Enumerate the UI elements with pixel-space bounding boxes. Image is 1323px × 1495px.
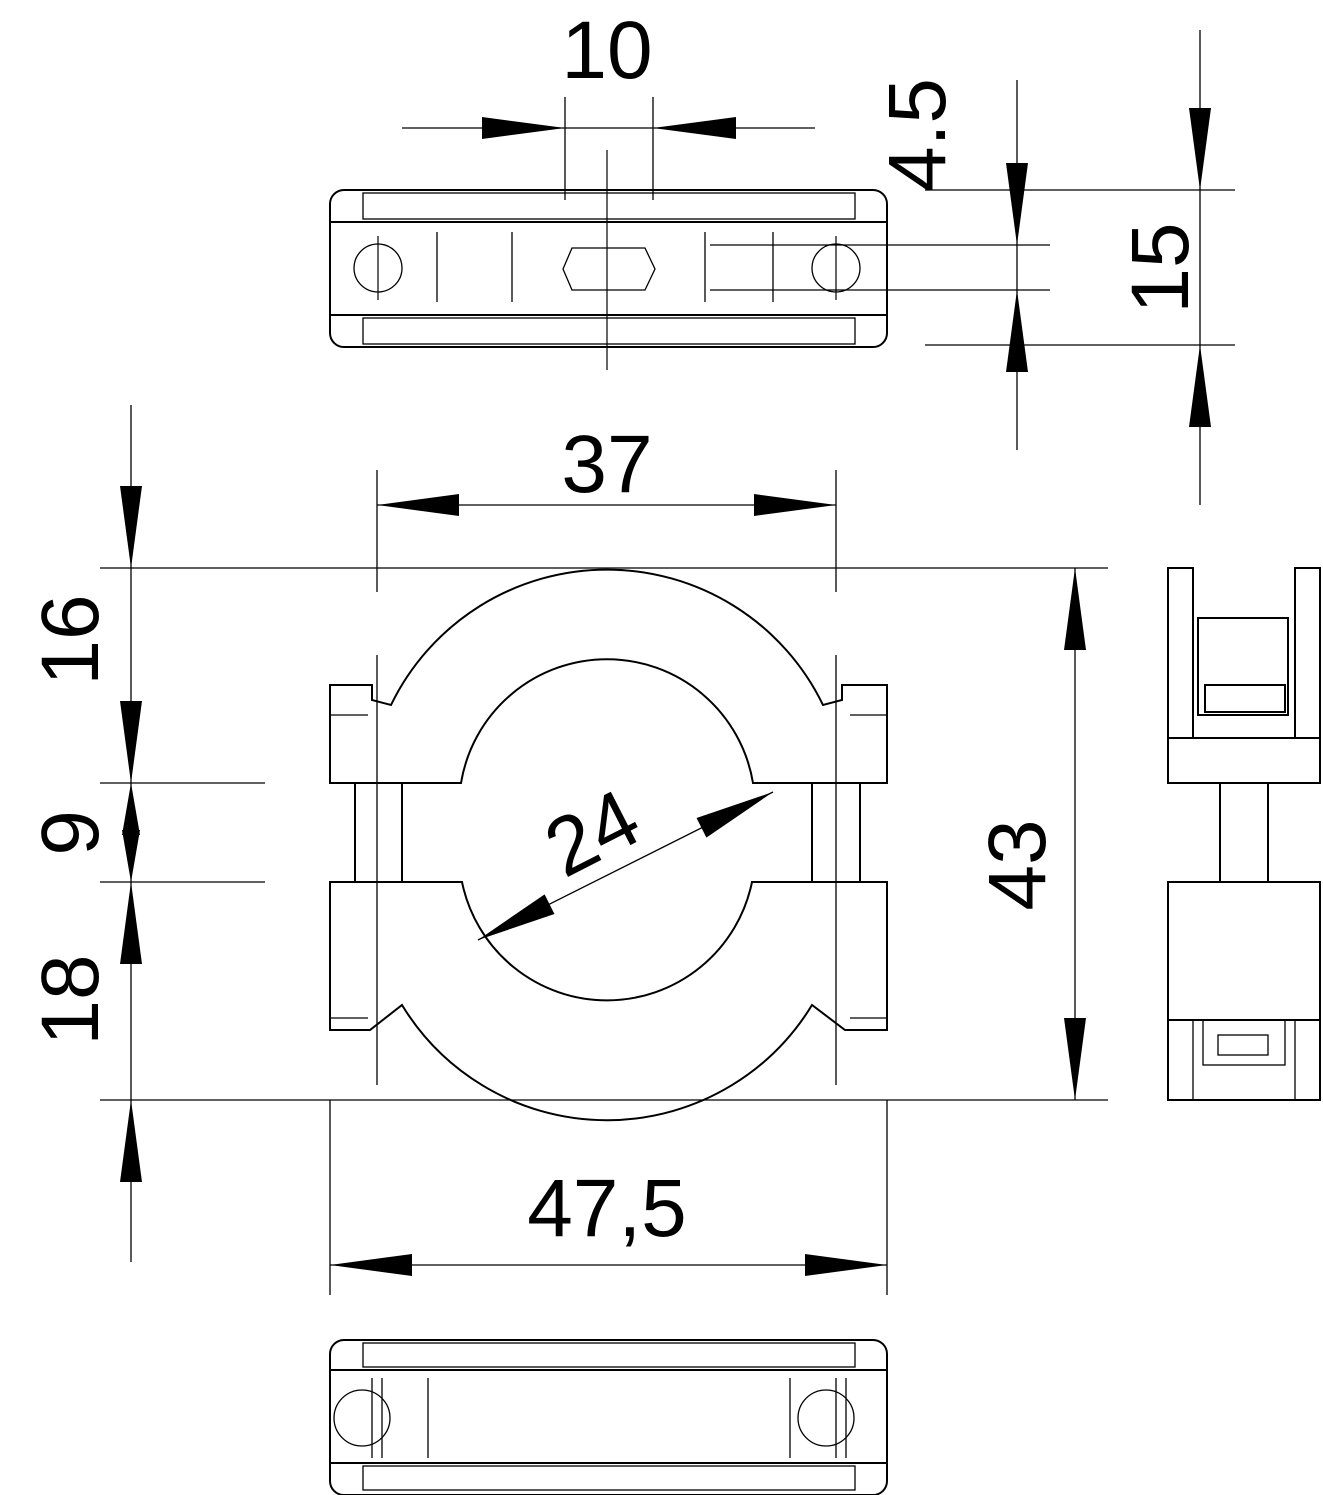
top-view xyxy=(329,150,888,370)
dim-label-16: 16 xyxy=(25,594,116,685)
dim-label-18: 18 xyxy=(25,954,116,1045)
dimension-total-height: 43 xyxy=(100,567,1108,1101)
dimension-hole-spacing: 37 xyxy=(376,419,837,592)
dimension-slot-height: 4.5 xyxy=(710,78,1050,450)
dim-label-4-5: 4.5 xyxy=(872,78,963,192)
dim-label-10: 10 xyxy=(561,5,652,96)
dim-label-9: 9 xyxy=(25,810,116,856)
dim-label-15: 15 xyxy=(1115,222,1206,313)
dim-label-47-5: 47,5 xyxy=(527,1163,687,1254)
dimension-bore-diameter: 24 xyxy=(477,772,774,941)
dimension-depth: 15 xyxy=(925,30,1235,505)
front-view xyxy=(329,568,888,1122)
dimension-left-stack: 16 9 18 xyxy=(25,405,265,1262)
dimension-total-width: 47,5 xyxy=(329,1100,888,1295)
dimension-slot-width: 10 xyxy=(402,5,815,200)
side-view xyxy=(1167,567,1321,1101)
dim-label-43: 43 xyxy=(972,819,1063,910)
bottom-view xyxy=(329,1339,888,1495)
dim-label-37: 37 xyxy=(561,419,652,510)
dim-label-24: 24 xyxy=(531,772,654,894)
